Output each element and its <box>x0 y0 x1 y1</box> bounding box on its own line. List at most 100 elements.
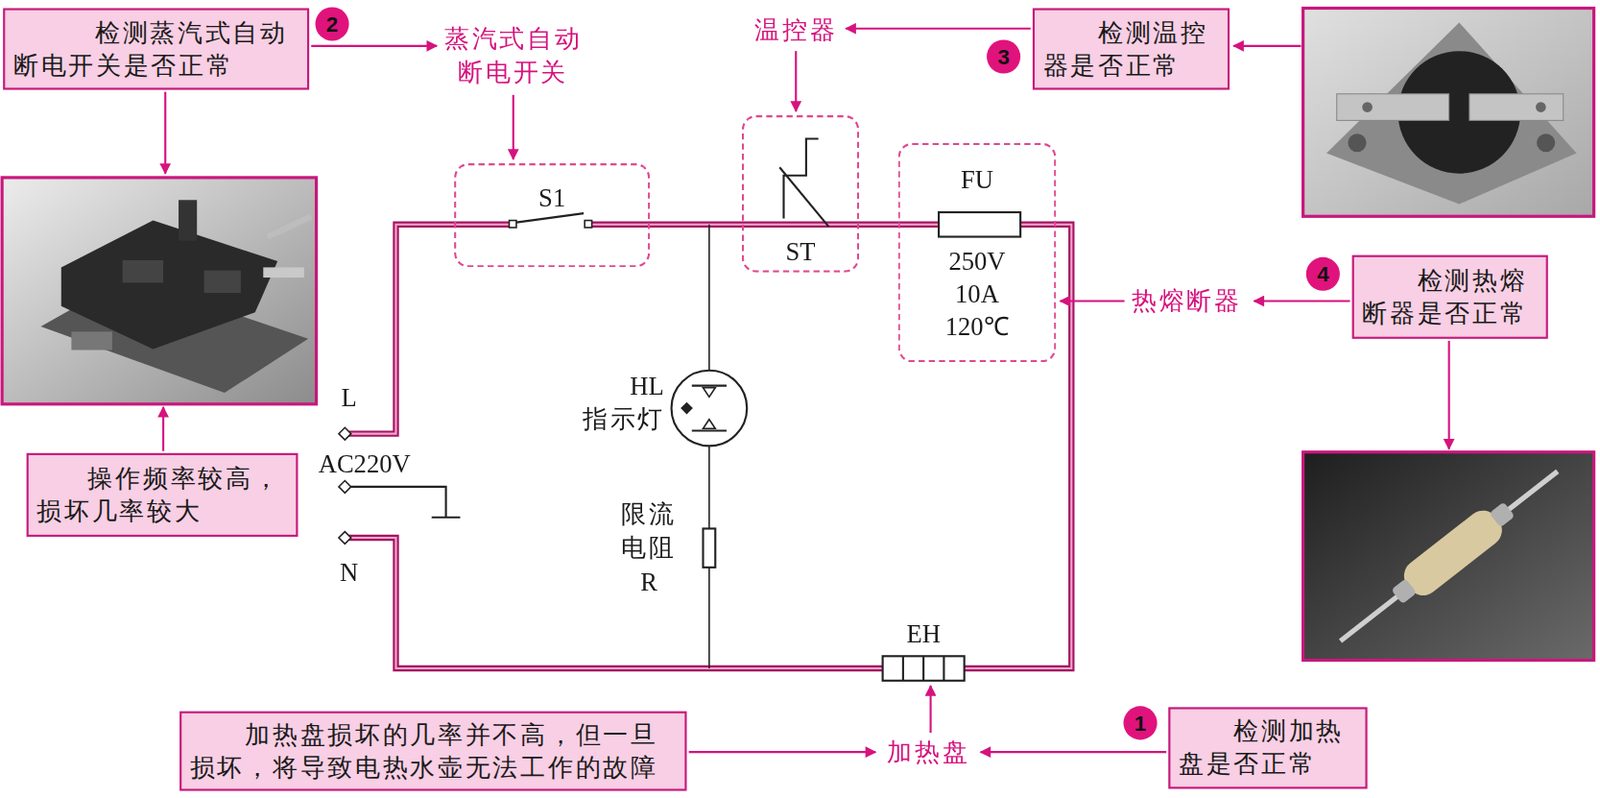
switch-photo <box>262 266 305 278</box>
leader-arrow <box>845 27 1030 30</box>
heater-symbol <box>942 655 945 681</box>
node-text: 2 <box>326 11 338 37</box>
thermostat-photo <box>1303 8 1595 217</box>
fuse-photo <box>1303 452 1595 661</box>
leader-arrow <box>794 50 797 112</box>
fuse-photo <box>1489 501 1516 528</box>
thermostat-symbol <box>779 139 829 227</box>
node-text: 4 <box>1316 262 1329 287</box>
branch-wire <box>708 567 711 669</box>
callout-box: 检测温控器是否正常 <box>1032 8 1230 91</box>
node-text: 检测加热盘是否正常 <box>1178 715 1358 781</box>
fuse-photo <box>1397 503 1509 602</box>
thermostat-photo <box>1303 8 1595 217</box>
terminal-symbol <box>338 531 352 545</box>
branch-wire <box>708 224 711 371</box>
leader-arrow <box>162 406 165 452</box>
circuit-wire <box>349 224 1073 669</box>
callout-box: 检测加热盘是否正常 <box>1168 706 1367 789</box>
leader-arrow <box>689 750 877 753</box>
switch-photo <box>71 331 113 350</box>
switch-photo <box>1 177 316 405</box>
thermostat-photo <box>1469 94 1564 121</box>
switch-frame: S1 <box>453 163 650 267</box>
symbol-label: HL <box>624 369 670 404</box>
leader-arrow <box>310 45 437 48</box>
component-label: 限流电阻 <box>619 498 679 566</box>
leader-arrow <box>163 28 1450 752</box>
thermostat-photo <box>1347 133 1366 152</box>
component-label: 指示灯 <box>573 403 666 437</box>
fuse-photo <box>1329 456 1570 656</box>
switch-symbol <box>584 220 592 228</box>
callout-number: 3 <box>986 39 1021 73</box>
terminal-symbol <box>338 480 352 494</box>
callout-box: 检测蒸汽式自动断电开关是否正常 <box>2 8 310 91</box>
thermostat-symbol <box>779 167 829 227</box>
lamp-symbol <box>703 419 717 430</box>
lamp-symbol <box>671 370 748 447</box>
node-text: 检测热熔断器是否正常 <box>1361 263 1538 330</box>
supply-label: AC220V <box>318 446 442 480</box>
callout-box: 检测热熔断器是否正常 <box>1352 255 1549 339</box>
lamp-symbol <box>671 370 748 447</box>
symbol-label: R <box>619 565 679 599</box>
part-label: 加热盘 <box>882 735 977 769</box>
part-label: 蒸汽式自动断电开关 <box>441 22 585 90</box>
node-text: 3 <box>997 44 1009 70</box>
thermostat-photo <box>1536 133 1555 152</box>
leader-arrow <box>1060 299 1125 302</box>
switch-photo <box>122 260 165 283</box>
circuit-wire <box>349 224 1073 669</box>
thermostat-photo <box>1326 22 1577 204</box>
thermostat-photo <box>1361 101 1373 113</box>
callout-number: 2 <box>315 6 350 41</box>
leader-arrow <box>512 95 515 160</box>
terminal-label: N <box>336 554 362 589</box>
heater-symbol <box>883 655 965 681</box>
callout-number: 4 <box>1306 257 1340 291</box>
node-text: 检测温控器是否正常 <box>1043 16 1220 82</box>
lamp-symbol <box>692 429 727 431</box>
terminal-label: L <box>336 380 362 414</box>
lamp-symbol <box>692 384 727 387</box>
terminal-symbol <box>338 427 352 440</box>
switch-symbol <box>509 213 593 228</box>
node-text: 操作频率较高，损坏几率较大 <box>36 461 288 527</box>
fuse-photo <box>1340 471 1558 642</box>
fuse-photo <box>1303 452 1595 661</box>
heater-symbol <box>883 655 965 681</box>
switch-photo <box>178 199 197 241</box>
switch-photo <box>61 220 278 350</box>
switch-photo <box>1 177 316 405</box>
terminal-symbol <box>351 486 461 518</box>
terminal-symbol <box>338 427 461 544</box>
fuse-photo <box>1390 577 1417 604</box>
heater-symbol <box>922 655 925 681</box>
switch-photo <box>204 270 241 293</box>
fuse-symbol <box>938 212 1021 238</box>
switch-symbol <box>516 213 584 223</box>
part-label: 温控器 <box>749 14 842 48</box>
fuse-frame: FU 250V 10A 120℃ <box>898 143 1057 362</box>
node-text: FU <box>900 163 1055 196</box>
node-text: 250V 10A 120℃ <box>940 244 1013 343</box>
leader-arrow <box>1448 340 1451 450</box>
node-text: 加热盘损坏的几率并不高，但一旦损坏，将导致电热水壶无法工作的故障 <box>190 717 677 784</box>
callout-box: 加热盘损坏的几率并不高，但一旦损坏，将导致电热水壶无法工作的故障 <box>179 711 687 791</box>
switch-symbol <box>509 220 517 228</box>
thermostat-photo <box>1337 94 1450 121</box>
resistor-symbol <box>703 527 717 567</box>
node-text: ST <box>743 235 858 268</box>
branch-wire <box>708 445 711 528</box>
callout-number: 1 <box>1123 705 1158 740</box>
lamp-symbol <box>680 402 693 415</box>
leader-arrow <box>1254 299 1351 302</box>
node-text: S1 <box>455 181 648 215</box>
thermostat-frame: ST <box>741 115 860 273</box>
lamp-symbol <box>703 387 717 398</box>
circuit-wire <box>349 224 1073 669</box>
leader-arrow <box>980 750 1167 753</box>
